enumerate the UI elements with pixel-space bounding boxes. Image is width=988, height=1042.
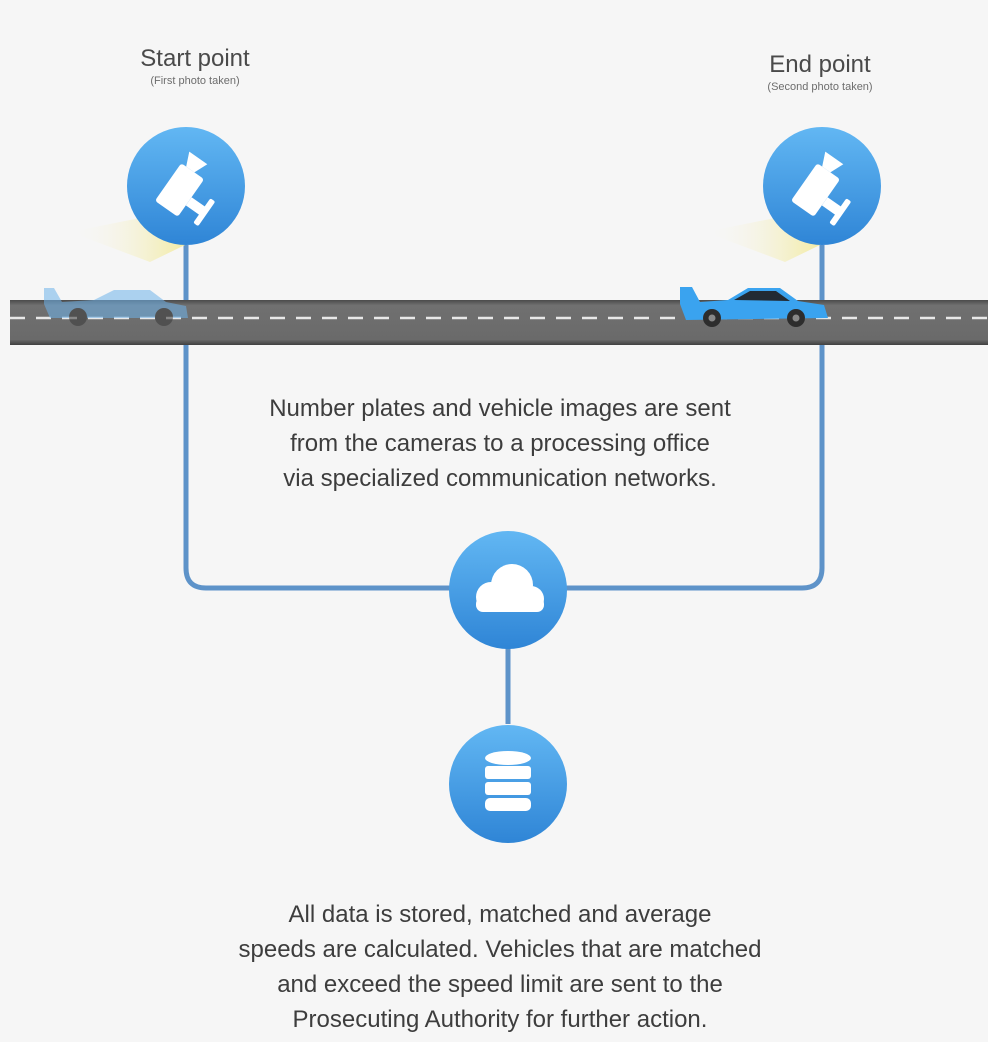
storage-description-line: and exceed the speed limit are sent to t… (277, 971, 723, 998)
end-point-label: End point (Second photo taken) (700, 50, 940, 94)
end-camera (763, 127, 881, 245)
storage-description: All data is stored, matched and average … (170, 897, 830, 1037)
network-description-line: Number plates and vehicle images are sen… (269, 395, 731, 422)
network-description-line: via specialized communication networks. (283, 465, 717, 492)
cloud-node (449, 531, 567, 649)
end-point-subtitle: (Second photo taken) (767, 81, 873, 93)
network-description: Number plates and vehicle images are sen… (180, 391, 820, 496)
storage-description-line: Prosecuting Authority for further action… (292, 1006, 708, 1033)
storage-description-line: speeds are calculated. Vehicles that are… (238, 936, 762, 963)
start-camera (127, 127, 245, 245)
end-point-title: End point (769, 51, 871, 78)
start-point-label: Start point (First photo taken) (75, 44, 315, 88)
database-icon (485, 751, 531, 811)
connector-lines (183, 245, 825, 724)
camera-icon (792, 151, 851, 226)
storage-description-line: All data is stored, matched and average (288, 901, 712, 928)
camera-icon (156, 151, 215, 226)
database-node (449, 725, 567, 843)
faded-car (44, 288, 188, 326)
start-point-subtitle: (First photo taken) (150, 75, 240, 87)
network-description-line: from the cameras to a processing office (290, 430, 710, 457)
cloud-icon (476, 564, 544, 612)
start-point-title: Start point (140, 45, 250, 72)
car (680, 287, 828, 327)
